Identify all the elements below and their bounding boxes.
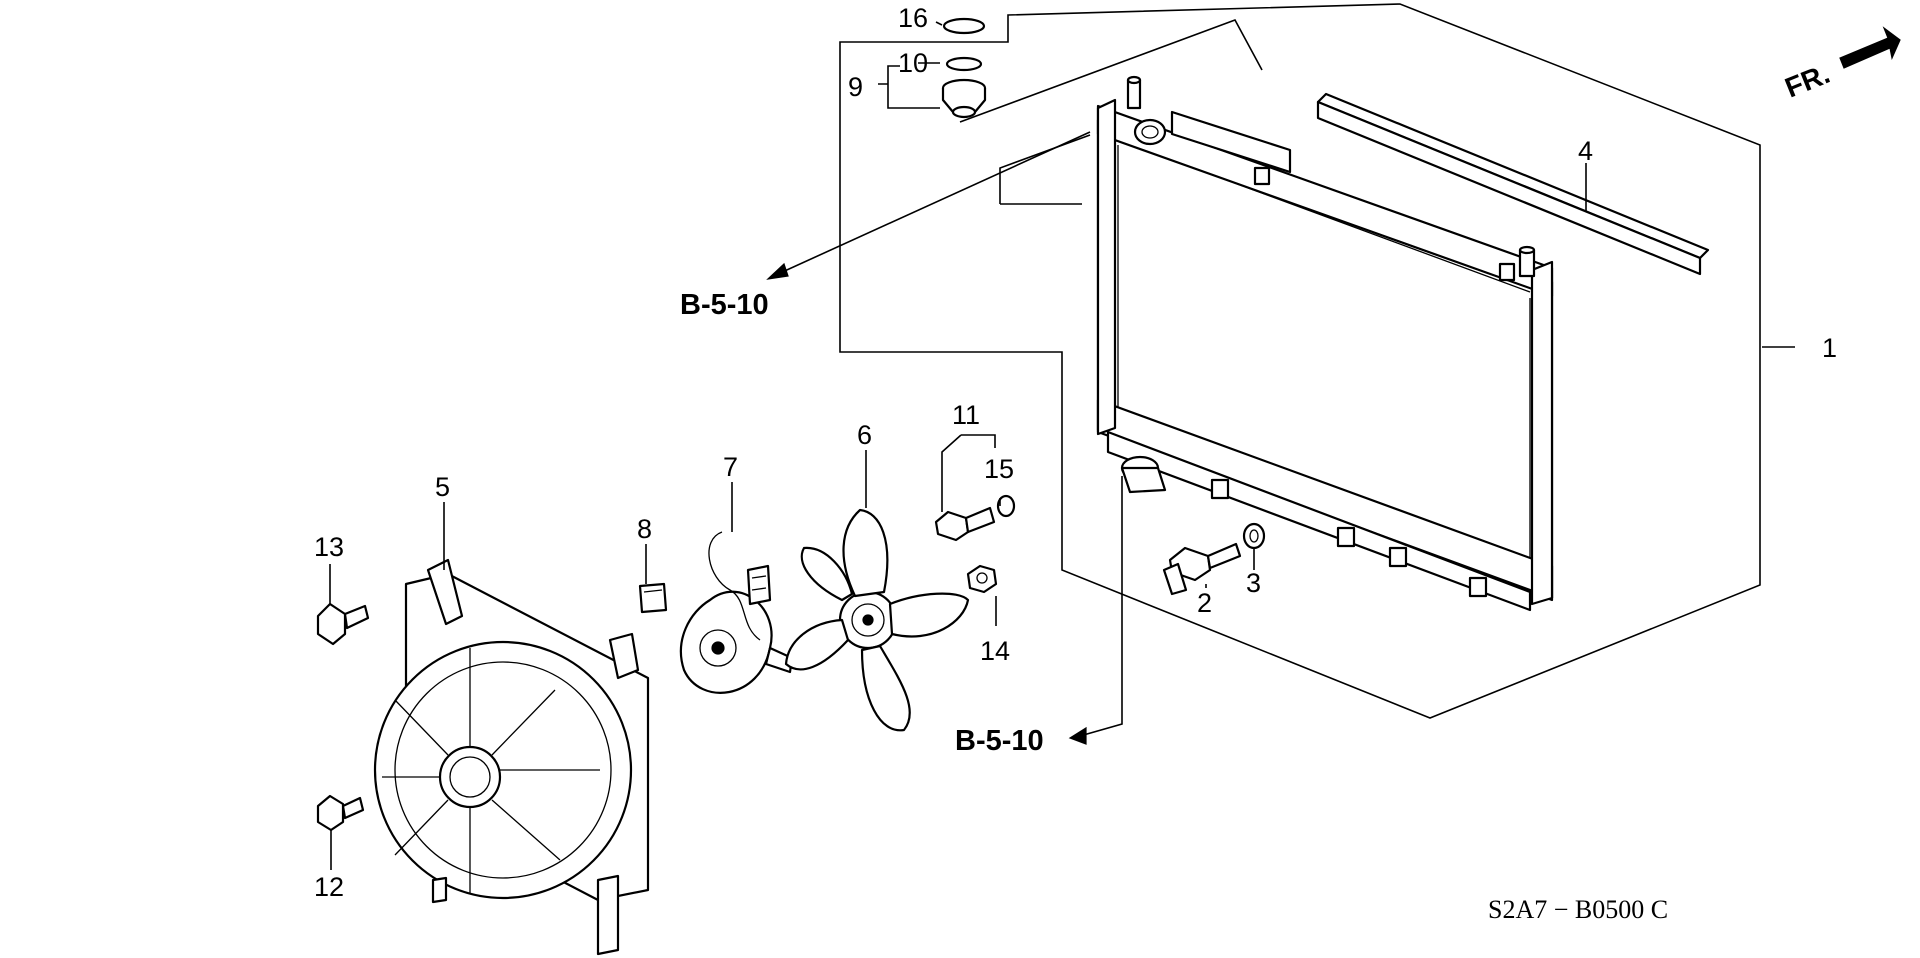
callout-14: 14 [980, 636, 1010, 666]
fan-shroud [373, 558, 650, 956]
radiator-cap [941, 78, 987, 119]
callout-11: 11 [952, 400, 980, 430]
fan-motor [679, 531, 794, 694]
wire-clip [638, 582, 668, 614]
callout-8: 8 [637, 514, 652, 544]
cooling-fan [784, 508, 970, 732]
coolant-sensor [1162, 542, 1242, 596]
callout-4: 4 [1578, 136, 1593, 166]
callout-13: 13 [314, 532, 344, 562]
sealing-washer-3-inner [1249, 529, 1259, 543]
flange-nut [966, 564, 998, 594]
callout-10: 10 [898, 48, 928, 78]
callout-5: 5 [435, 472, 450, 502]
callout-12: 12 [314, 872, 344, 902]
o-ring-cap [942, 17, 986, 35]
sealing-washer-3 [1242, 522, 1266, 550]
bolt-part-12 [316, 794, 365, 832]
reference-arrow-upper [766, 131, 1091, 280]
o-ring-15 [996, 494, 1016, 518]
diagram-code: S2A7 − B0500 C [1488, 895, 1668, 924]
callout-15: 15 [984, 454, 1014, 484]
assembly-boundary [839, 3, 1761, 719]
leader-lines [329, 21, 1795, 870]
callout-16: 16 [898, 3, 928, 33]
callout-3: 3 [1246, 568, 1261, 598]
callout-6: 6 [857, 420, 872, 450]
radiator-seal-strip [1316, 92, 1710, 276]
reference-label-lower: B-5-10 [955, 725, 1044, 757]
thermo-switch [934, 506, 996, 542]
reference-arrow-lower [1068, 476, 1123, 745]
callout-1: 1 [1822, 333, 1837, 363]
front-label: FR. [1781, 58, 1834, 104]
cap-seal-ring [945, 56, 983, 72]
front-direction-arrow [1839, 26, 1901, 69]
radiator [1096, 75, 1554, 612]
callout-7: 7 [723, 452, 738, 482]
callout-9: 9 [848, 72, 863, 102]
callout-2: 2 [1197, 588, 1212, 618]
bolt-part-13 [316, 602, 370, 646]
reference-label-upper: B-5-10 [680, 289, 769, 321]
